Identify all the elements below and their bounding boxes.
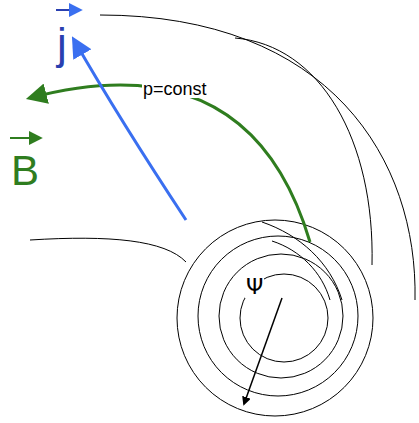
torus-inner-edge: [235, 38, 372, 265]
vector-arrow: [10, 137, 40, 139]
surface-label: p=const: [142, 80, 208, 98]
field-line: [262, 222, 342, 300]
flux-surfaces: [177, 220, 373, 416]
flux-surface: [177, 220, 373, 416]
vector-arrow: [56, 9, 80, 11]
vector-label: B: [10, 150, 40, 192]
psi-label: Ψ: [245, 276, 264, 298]
torus-outline: [30, 15, 415, 300]
field-line: [272, 241, 330, 300]
b-field-arrow: [30, 85, 310, 242]
vector-label: j: [56, 22, 68, 66]
torus-outer-edge: [100, 15, 415, 300]
flux-surface: [240, 274, 328, 362]
flux-surface: [198, 236, 358, 396]
psi-arrow: [244, 298, 282, 404]
current-arrow: [74, 40, 186, 220]
flux-surface: [219, 254, 343, 378]
torus-cut-edge: [30, 238, 186, 262]
